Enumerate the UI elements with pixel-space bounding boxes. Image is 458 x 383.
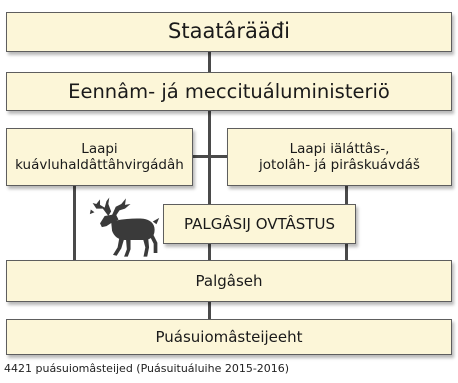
ministry-box: Eennâm- já meccituáluministeriö	[6, 72, 452, 111]
ministry-label: Eennâm- já meccituáluministeriö	[68, 79, 390, 103]
connector-left-box-down	[73, 186, 76, 260]
owners-label: Puásuiomâsteijeeht	[155, 328, 303, 346]
connector-association-palgaseh	[208, 244, 211, 260]
law-right-label-line2: jotolâh- já pirâskuávdáš	[259, 157, 420, 173]
reindeer-icon	[89, 197, 160, 257]
law-left-label-line1: Laapi	[81, 140, 118, 157]
state-council-box: Staatârääđi	[6, 12, 452, 52]
connector-left-right-boxes	[193, 155, 227, 158]
law-right-label-line1: Laapi iäláttâs-,	[289, 140, 390, 157]
state-council-label: Staatârääđi	[168, 19, 290, 44]
owners-box: Puásuiomâsteijeeht	[6, 319, 452, 355]
association-label: PALGÂSIJ OVTÂSTUS	[184, 215, 335, 233]
law-right-box: Laapi iäláttâs-, jotolâh- já pirâskuávdá…	[227, 128, 452, 186]
connector-state-ministry	[208, 52, 211, 72]
footnote: 4421 puásuiomâsteijed (Puásuituáluihe 20…	[4, 362, 290, 375]
palgaseh-label: Palgâseh	[195, 272, 263, 290]
law-left-box: Laapi kuávluhaldâttâhvirgádâh	[6, 128, 193, 186]
association-box: PALGÂSIJ OVTÂSTUS	[163, 204, 356, 244]
palgaseh-box: Palgâseh	[6, 260, 452, 302]
law-left-label-line2: kuávluhaldâttâhvirgádâh	[15, 157, 184, 173]
connector-palgaseh-owners	[208, 302, 211, 319]
